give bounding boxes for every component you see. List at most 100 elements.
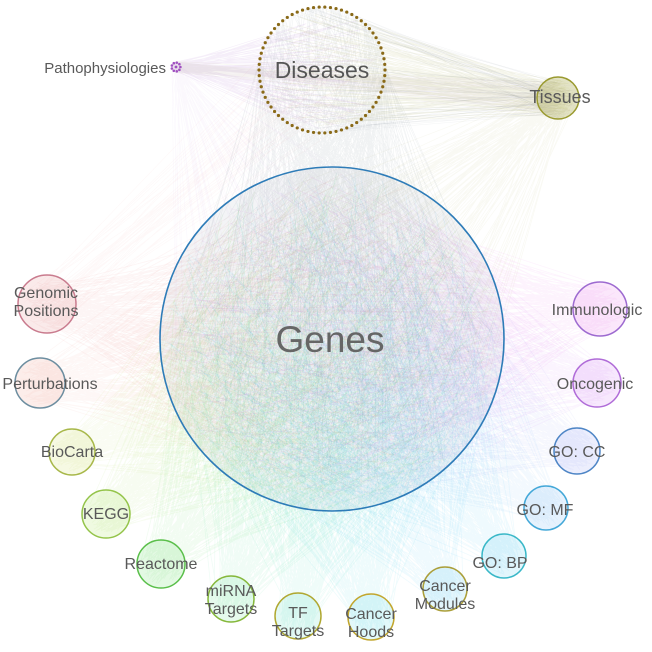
node-biocarta[interactable] [48,428,96,476]
diseases-ring-dot [379,90,383,94]
diseases-ring-dot [269,31,273,35]
diseases-ring-dot [323,131,327,135]
diseases-ring-dot [367,109,372,114]
diseases-ring-dot [371,105,375,109]
diseases-ring-dot [306,129,310,134]
diseases-ring-dot [272,109,277,114]
edge-bundle-pathophysiologies-tissues [171,61,577,118]
node-circle-oncogenic[interactable] [572,358,622,408]
diseases-ring-dot [355,120,359,125]
edge-bundle-diseases-genes [168,6,494,497]
diseases-ring-dot [339,8,344,12]
node-oncogenic[interactable] [572,358,622,408]
node-label-perturbations: Perturbations [2,376,97,393]
node-circle-go_mf[interactable] [523,485,569,531]
node-circle-tf_targets[interactable] [274,592,322,640]
edge-bundle-genomic_positions-diseases [23,12,381,328]
pathophysiologies-dot [175,61,179,64]
edge-bundle-immunologic-genes [182,176,622,497]
pathophysiologies-dot [178,68,181,72]
diseases-ring-dot [350,123,354,128]
node-label-biocarta: BioCarta [41,444,103,461]
edge-bundle-tissues-genes [169,80,575,487]
node-label-kegg: KEGG [83,506,129,523]
diseases-ring-dot [285,15,289,20]
node-pathophysiologies[interactable] [170,61,182,73]
diseases-ring-dot [382,79,386,83]
edge-bundle-tissues-pathophysiologies [170,61,576,115]
node-mirna_targets[interactable] [207,575,255,623]
node-circle-immunologic[interactable] [572,281,628,337]
pathophysiologies-dot [170,67,174,70]
diseases-ring-dot [295,10,299,14]
node-cancer_modules[interactable] [422,566,468,612]
diseases-ring-dot [272,26,277,31]
edge-bundle-biocarta-genes [52,173,493,497]
node-genes[interactable] [159,166,505,512]
diseases-ring-dot [281,117,285,121]
node-immunologic[interactable] [572,281,628,337]
diseases-ring-dot [359,117,363,121]
node-go_mf[interactable] [523,485,569,531]
diseases-ring-dot [276,22,281,27]
diseases-ring-dot [295,126,299,130]
node-diseases[interactable] [257,5,387,135]
node-kegg[interactable] [81,489,131,539]
node-circle-cancer_hoods[interactable] [347,593,395,641]
node-circle-go_bp[interactable] [481,533,527,579]
diseases-ring-dot [276,113,281,118]
diseases-ring-dot [374,36,378,40]
diseases-ring-dot [345,126,349,130]
diseases-ring-dot [334,129,338,134]
node-circle-reactome[interactable] [136,539,186,589]
diseases-ring-dot [355,15,359,20]
diseases-ring-dot [383,62,387,66]
node-cancer_hoods[interactable] [347,593,395,641]
edge-bundle-genomic_positions-genes [26,173,494,503]
node-circle-go_cc[interactable] [553,427,601,475]
diseases-ring-dot [263,95,267,99]
diseases-ring-dot [339,128,344,132]
node-circle-perturbations[interactable] [14,357,66,409]
edge-bundle-go_mf-genes [178,186,565,526]
diseases-ring-dot [345,10,349,14]
labels-layer: GenesDiseasesPathophysiologiesTissuesGen… [2,57,642,641]
node-tissues[interactable] [536,76,580,120]
node-circle-tissues[interactable] [536,76,580,120]
diseases-ring-dot [263,41,267,45]
node-circle-kegg[interactable] [81,489,131,539]
node-perturbations[interactable] [14,357,66,409]
node-circle-cancer_modules[interactable] [422,566,468,612]
node-tf_targets[interactable] [274,592,322,640]
diseases-ring-dot [258,57,262,61]
diseases-ring-dot [259,85,263,89]
diseases-ring-dot [334,6,338,11]
node-label-go_cc: GO: CC [549,444,606,461]
diseases-ring-dot [266,100,270,104]
diseases-ring-dot [258,79,262,83]
node-circle-mirna_targets[interactable] [207,575,255,623]
diseases-ring-dot [367,26,372,31]
pathophysiologies-dot [174,65,178,69]
node-genomic_positions[interactable] [17,274,77,334]
node-go_bp[interactable] [481,533,527,579]
node-go_cc[interactable] [553,427,601,475]
node-label-go_bp: GO: BP [472,555,527,572]
node-label-reactome: Reactome [125,556,198,573]
pathophysiologies-dot [178,62,181,66]
diseases-ring-dot [383,68,387,72]
diseases-ring-dot [317,5,321,9]
node-circle-genomic_positions[interactable] [17,274,77,334]
diseases-ring-dot [317,131,321,135]
edge-bundle-tissues-diseases [261,10,576,126]
node-reactome[interactable] [136,539,186,589]
diseases-ring-dot [350,12,354,17]
node-label-oncogenic: Oncogenic [557,376,634,393]
node-circle-biocarta[interactable] [48,428,96,476]
diseases-ring-dot [311,130,316,135]
nodes-layer [14,5,628,641]
diseases-ring-dot [379,46,383,50]
